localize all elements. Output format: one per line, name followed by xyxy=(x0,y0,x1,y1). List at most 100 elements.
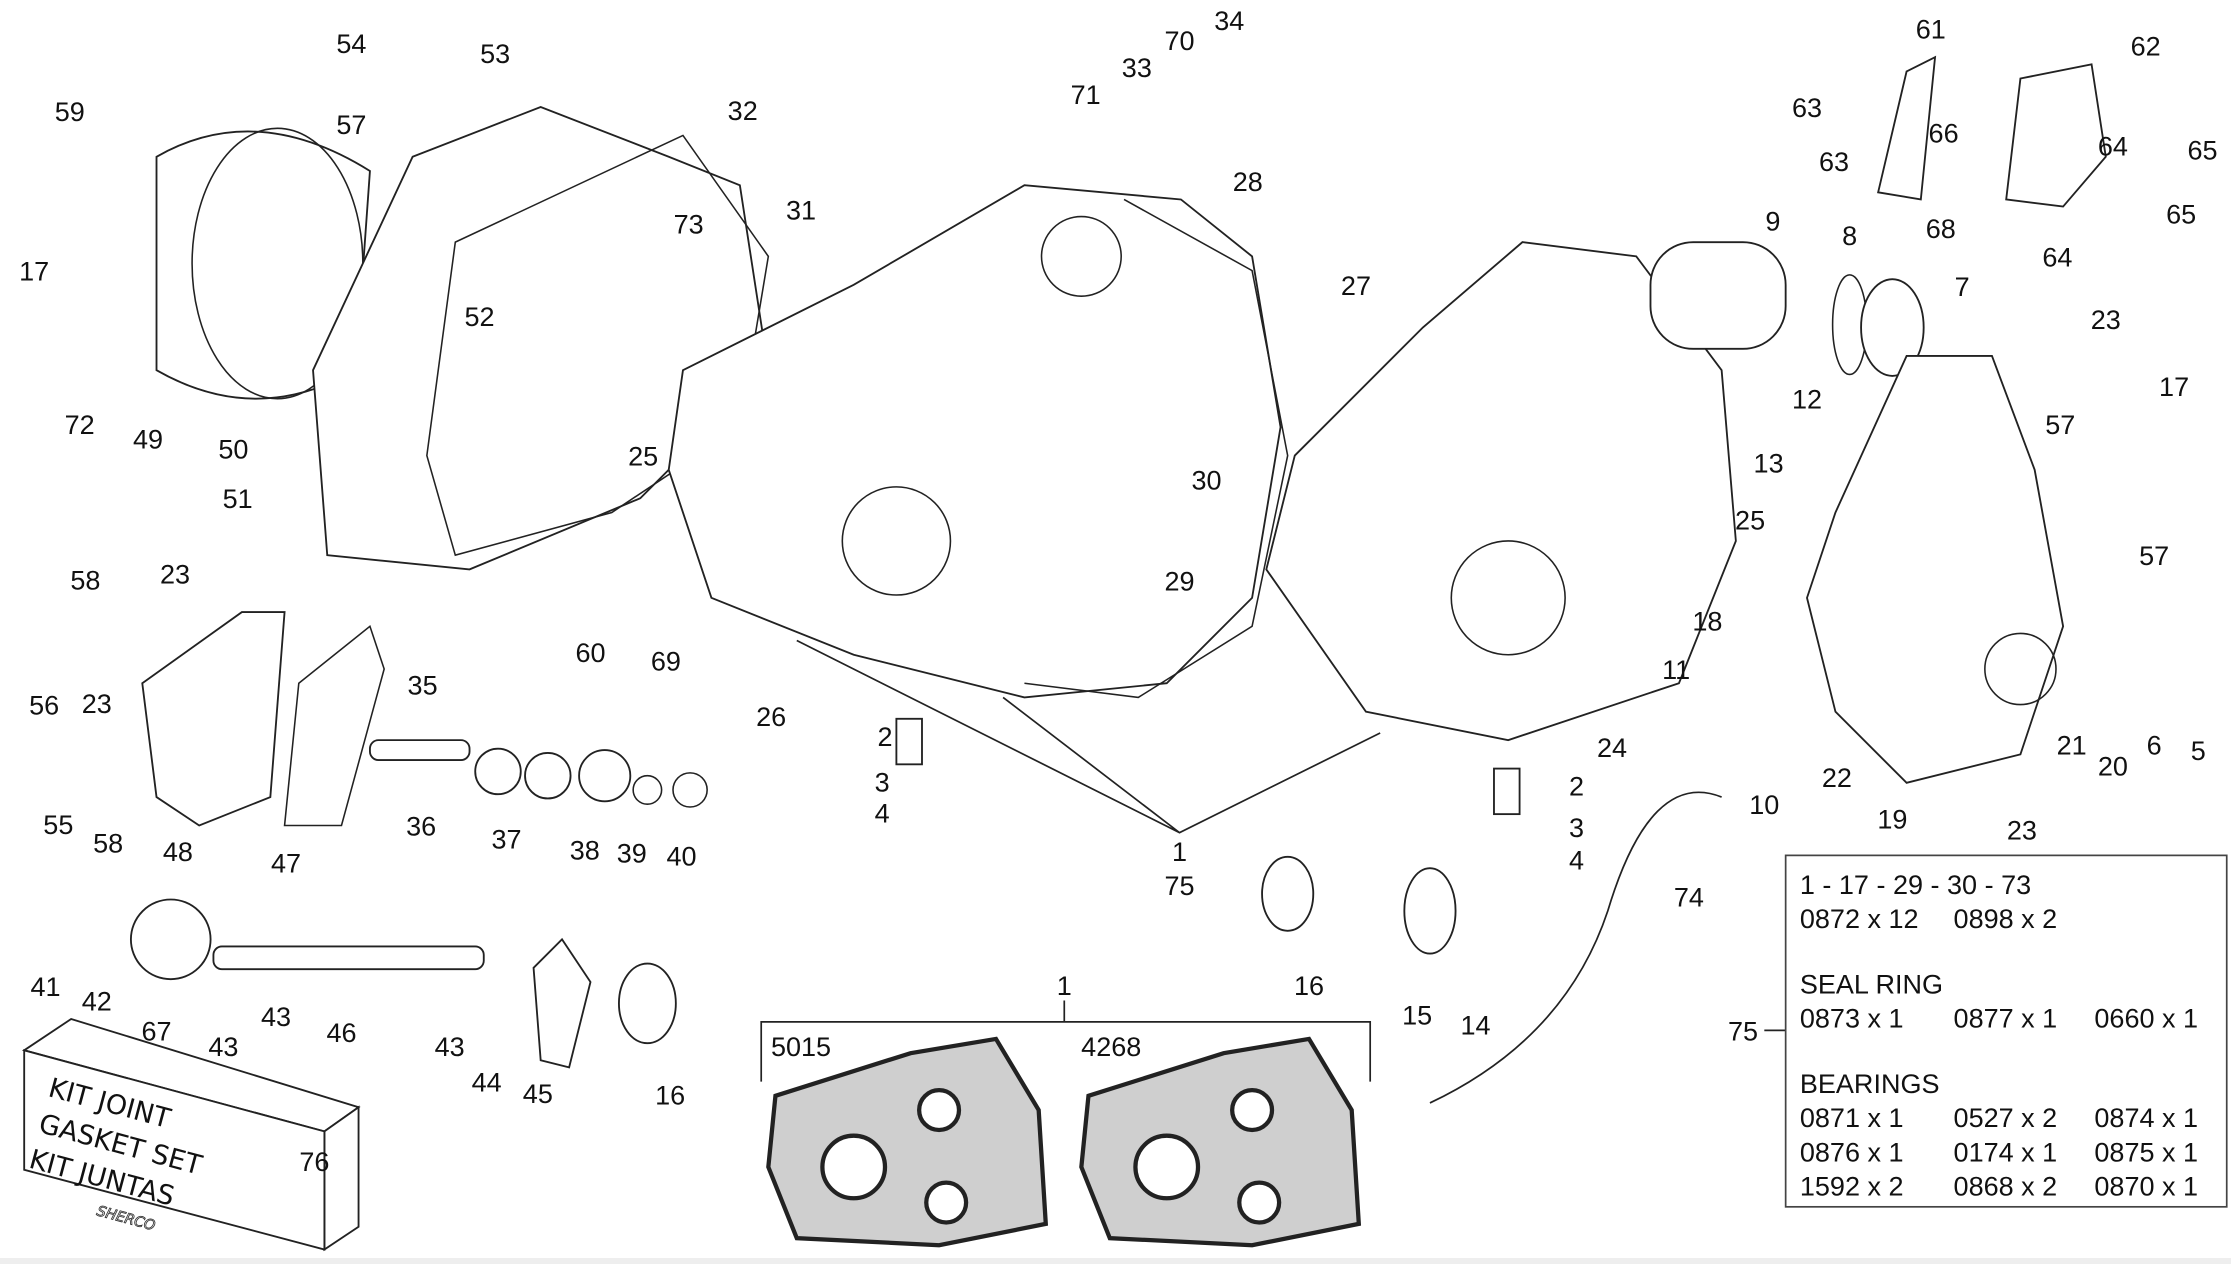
callout-69: 69 xyxy=(651,646,681,676)
callout-73: 73 xyxy=(674,210,704,240)
callout-52: 52 xyxy=(464,302,494,332)
callout-4: 4 xyxy=(1569,846,1584,876)
callout-5: 5 xyxy=(2191,736,2206,766)
crankcase-4268-image xyxy=(1079,1036,1362,1248)
callout-37: 37 xyxy=(491,824,521,854)
callout-3: 3 xyxy=(1569,813,1584,843)
callout-75: 75 xyxy=(1728,1016,1758,1046)
kit-item: 0898 x 2 xyxy=(1954,904,2058,934)
right-crankcase xyxy=(1265,241,1737,742)
callout-1: 1 xyxy=(1172,837,1187,867)
oil-strainer xyxy=(895,717,923,766)
bearing-item: 0870 x 1 xyxy=(2094,1171,2198,1201)
callout-43: 43 xyxy=(261,1002,291,1032)
callout-43: 43 xyxy=(208,1032,238,1062)
callout-20: 20 xyxy=(2098,752,2128,782)
callout-65: 65 xyxy=(2166,200,2196,230)
callout-17: 17 xyxy=(19,257,49,287)
oil-pump-cover xyxy=(1403,867,1457,955)
callout-29: 29 xyxy=(1164,567,1194,597)
callout-23: 23 xyxy=(160,560,190,590)
ignition-cover-hub xyxy=(1984,632,2057,706)
callout-1: 1 xyxy=(1057,971,1072,1001)
callout-65: 65 xyxy=(2188,136,2218,166)
callout-74: 74 xyxy=(1674,883,1704,913)
circlip xyxy=(632,774,663,805)
oil-pump-rotor xyxy=(1261,855,1315,932)
callout-45: 45 xyxy=(523,1079,553,1109)
breather-hose xyxy=(1429,791,1722,1104)
callout-30: 30 xyxy=(1192,466,1222,496)
callout-56: 56 xyxy=(29,691,59,721)
left-crankcase-bore xyxy=(1040,215,1122,297)
variant-code-4268: 4268 xyxy=(1081,1032,1141,1062)
left-crankcase xyxy=(667,184,1282,699)
variant-code-5015: 5015 xyxy=(771,1032,831,1062)
callout-11: 11 xyxy=(1662,655,1690,685)
crankcase-gasket xyxy=(1024,198,1289,699)
callout-16: 16 xyxy=(1294,971,1324,1001)
callout-63: 63 xyxy=(1819,147,1849,177)
callout-50: 50 xyxy=(218,434,248,464)
callout-75: 75 xyxy=(1164,871,1194,901)
callout-67: 67 xyxy=(141,1016,171,1046)
callout-38: 38 xyxy=(570,836,600,866)
bearing-item: 1592 x 2 xyxy=(1800,1171,1904,1201)
left-crankcase-bore xyxy=(841,486,952,596)
callout-57: 57 xyxy=(2139,541,2169,571)
right-crankcase-bore xyxy=(1450,540,1566,656)
callout-16: 16 xyxy=(655,1080,685,1110)
oil-filter xyxy=(1649,241,1787,350)
sherco-logo: SHERCO xyxy=(95,1203,157,1234)
bottom-scrollbar-edge xyxy=(0,1258,2231,1264)
chain-guide xyxy=(1877,55,1937,201)
callout-19: 19 xyxy=(1877,804,1907,834)
water-pump-cover xyxy=(141,611,286,827)
kit-item: 0872 x 12 xyxy=(1800,904,1919,934)
callout-57: 57 xyxy=(2045,410,2075,440)
callout-42: 42 xyxy=(82,986,112,1016)
callout-46: 46 xyxy=(326,1018,356,1048)
callout-14: 14 xyxy=(1460,1011,1490,1041)
callout-12: 12 xyxy=(1792,385,1822,415)
callout-53: 53 xyxy=(480,39,510,69)
callout-58: 58 xyxy=(70,565,100,595)
seal-item: 0873 x 1 xyxy=(1800,1004,1904,1034)
bearings-title: BEARINGS xyxy=(1800,1069,1940,1099)
callout-7: 7 xyxy=(1955,272,1970,302)
callout-54: 54 xyxy=(336,29,366,59)
callout-71: 71 xyxy=(1071,80,1101,110)
pump-gear xyxy=(129,898,212,981)
ignition-cover xyxy=(1806,355,2065,784)
callout-6: 6 xyxy=(2147,730,2162,760)
callout-2: 2 xyxy=(1569,772,1584,802)
callout-44: 44 xyxy=(472,1068,502,1098)
callout-60: 60 xyxy=(575,638,605,668)
impeller-shaft xyxy=(369,739,471,761)
kit-75-table: 1 - 17 - 29 - 30 - 73 0872 x 12 0898 x 2… xyxy=(1784,854,2228,1208)
callout-9: 9 xyxy=(1765,207,1780,237)
gasket-kit-box: KIT JOINT GASKET SET KIT JUNTAS SHERCO xyxy=(21,1017,361,1252)
kit-parts-line: 1 - 17 - 29 - 30 - 73 xyxy=(1800,870,2031,900)
pump-gasket xyxy=(283,624,385,827)
callout-15: 15 xyxy=(1402,1001,1432,1031)
callout-23: 23 xyxy=(82,689,112,719)
callout-26: 26 xyxy=(756,702,786,732)
bearing xyxy=(474,747,522,796)
callout-33: 33 xyxy=(1122,53,1152,83)
callout-62: 62 xyxy=(2131,32,2161,62)
callout-49: 49 xyxy=(133,424,163,454)
callout-31: 31 xyxy=(786,195,816,225)
callout-36: 36 xyxy=(406,811,436,841)
callout-57: 57 xyxy=(336,110,366,140)
callout-17: 17 xyxy=(2159,372,2189,402)
bearing-item: 0174 x 1 xyxy=(1954,1137,2058,1167)
filter-cover xyxy=(1860,278,1925,377)
callout-35: 35 xyxy=(408,671,438,701)
variant-bracket xyxy=(760,1000,1372,1082)
callout-18: 18 xyxy=(1692,607,1722,637)
bearing-item: 0875 x 1 xyxy=(2094,1137,2198,1167)
seal-item: 0877 x 1 xyxy=(1954,1004,2058,1034)
